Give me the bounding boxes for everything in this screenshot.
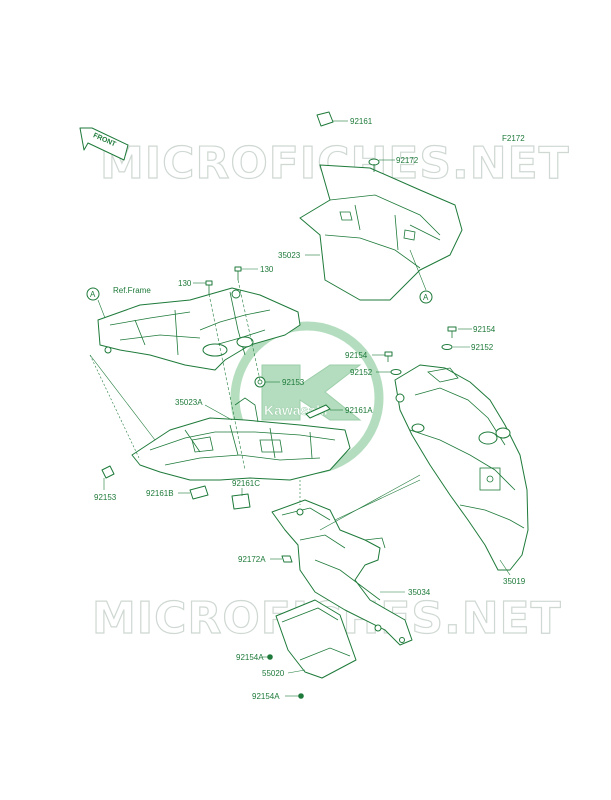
label-35023[interactable]: 35023 <box>278 251 301 260</box>
reference-frame <box>97 287 301 371</box>
label-92161[interactable]: 92161 <box>350 117 373 126</box>
label-92152-mid[interactable]: 92152 <box>350 368 373 377</box>
part-92161-pad[interactable] <box>316 111 334 127</box>
label-92161C[interactable]: 92161C <box>232 479 260 488</box>
diagram-code: F2172 <box>502 134 525 143</box>
rear-seat-cover[interactable] <box>299 164 463 301</box>
part-92154-bolt-right[interactable] <box>447 326 457 338</box>
part-92153-grommet-lower[interactable] <box>101 465 115 479</box>
label-92153-lower[interactable]: 92153 <box>94 493 117 502</box>
label-92172A[interactable]: 92172A <box>238 555 266 564</box>
watermark-top: MICROFICHES.NET <box>100 138 570 189</box>
leader-lines <box>89 120 511 697</box>
label-92154A-lower[interactable]: 92154A <box>252 692 280 701</box>
part-92154A-nut-lower[interactable] <box>298 693 304 699</box>
part-92172-screw[interactable] <box>368 158 380 172</box>
label-35019[interactable]: 35019 <box>503 577 526 586</box>
part-130-bolt-right[interactable] <box>234 266 242 280</box>
label-130-right[interactable]: 130 <box>260 265 274 274</box>
part-92154-bolt-mid[interactable] <box>384 351 393 362</box>
label-55020[interactable]: 55020 <box>262 669 285 678</box>
part-92161A-pad[interactable] <box>305 404 331 419</box>
ref-frame-label: Ref.Frame <box>113 286 151 295</box>
part-92172A-screw[interactable] <box>281 555 293 563</box>
license-plate-bracket[interactable] <box>271 499 413 646</box>
label-92152-right[interactable]: 92152 <box>471 343 494 352</box>
label-35023A[interactable]: 35023A <box>175 398 203 407</box>
label-92161B[interactable]: 92161B <box>146 489 174 498</box>
part-92154A-nut-upper[interactable] <box>267 654 273 660</box>
callout-a-left-label: A <box>90 290 96 299</box>
label-92154-mid[interactable]: 92154 <box>345 351 368 360</box>
label-92172[interactable]: 92172 <box>396 156 419 165</box>
label-35034[interactable]: 35034 <box>408 588 431 597</box>
label-92161A[interactable]: 92161A <box>345 406 373 415</box>
callout-a-left: A <box>86 287 100 301</box>
part-92152-washer-mid[interactable] <box>390 369 402 375</box>
label-92154A-upper[interactable]: 92154A <box>236 653 264 662</box>
part-92153-grommet-upper[interactable] <box>254 376 266 388</box>
callout-a-right-label: A <box>423 293 429 302</box>
part-92161B-pad[interactable] <box>189 485 209 500</box>
part-92152-washer-right[interactable] <box>441 344 453 350</box>
part-130-bolt-left[interactable] <box>205 280 213 294</box>
callout-a-right: A <box>419 290 433 304</box>
inner-rear-fender[interactable] <box>131 397 351 481</box>
rear-fender[interactable] <box>394 364 529 571</box>
label-92154-right[interactable]: 92154 <box>473 325 496 334</box>
part-92161C-pad[interactable] <box>231 493 251 510</box>
label-130-left[interactable]: 130 <box>178 279 192 288</box>
license-plate-holder[interactable] <box>275 599 357 679</box>
watermark-bottom: MICROFICHES.NET <box>92 593 562 644</box>
label-92153-upper[interactable]: 92153 <box>282 378 305 387</box>
